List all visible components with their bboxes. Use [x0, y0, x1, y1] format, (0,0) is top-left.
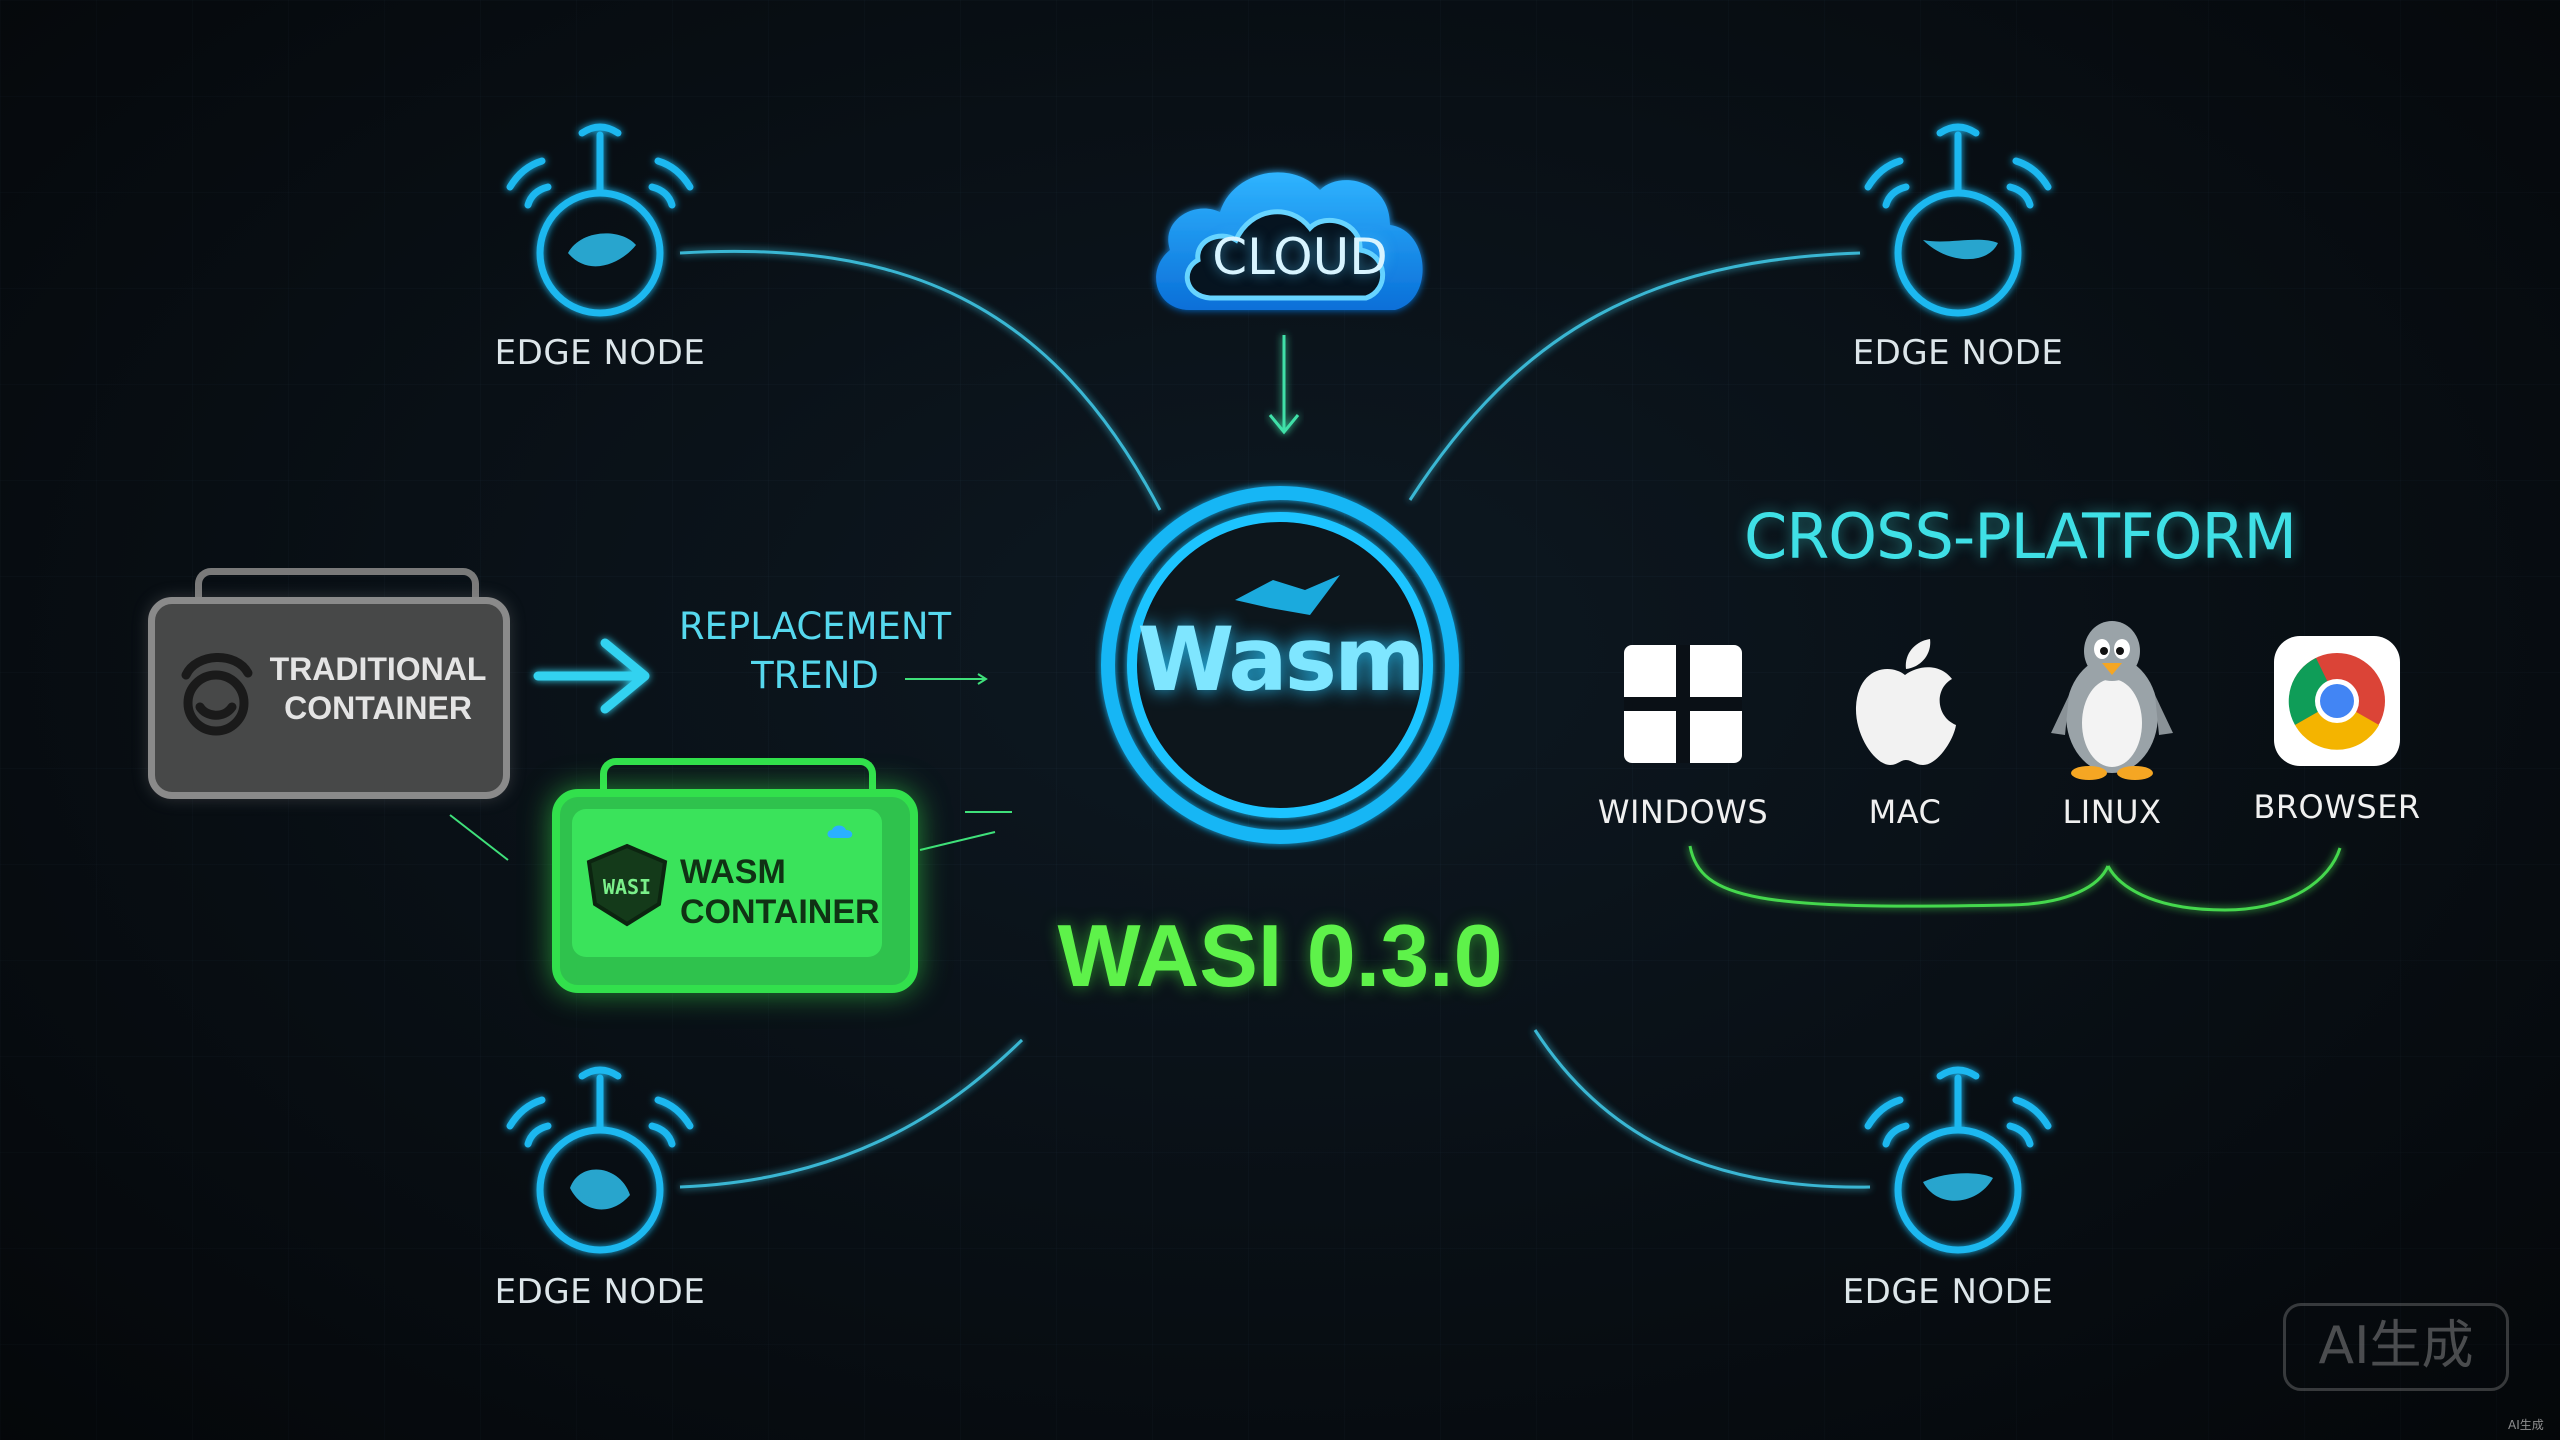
edge-node-bottom-left: EDGE NODE: [470, 1060, 730, 1360]
wasm-container-label: WASM CONTAINER: [680, 852, 880, 932]
replacement-line2: TREND: [751, 654, 879, 697]
edge-node-top-left: EDGE NODE: [470, 115, 730, 415]
link-top-right: [1408, 251, 1861, 501]
traditional-container-label: TRADITIONAL CONTAINER: [268, 650, 488, 728]
edge-node-top-right: EDGE NODE: [1828, 115, 2088, 415]
edge-node-icon: [506, 123, 694, 317]
helm-like-icon: [181, 653, 253, 736]
traditional-label-line2: CONTAINER: [284, 690, 472, 726]
link-bottom-right: [1533, 1029, 1871, 1189]
platform-label: MAC: [1868, 793, 1942, 831]
traditional-container-tab: [195, 568, 479, 611]
edge-node-label: EDGE NODE: [1842, 1272, 2054, 1312]
edge-node-icon: [1864, 1066, 2052, 1254]
watermark-small-text: AI生成: [2508, 1418, 2544, 1432]
edge-node-icon: [1864, 123, 2052, 317]
cloud-mini-icon: [827, 825, 853, 838]
platform-windows: WINDOWS: [1583, 635, 1783, 865]
traditional-container-box: [148, 597, 510, 799]
wasm-core-ring: [1101, 486, 1459, 844]
wasm-container-tab: [600, 758, 876, 801]
chrome-icon: [2274, 636, 2400, 766]
tux-icon: [2051, 621, 2173, 780]
edge-node-icon: [506, 1066, 694, 1254]
windows-icon: [1624, 645, 1742, 763]
platform-label: BROWSER: [2253, 788, 2421, 826]
watermark-badge: AI生成: [2283, 1303, 2509, 1391]
replacement-line1: REPLACEMENT: [678, 605, 952, 648]
link-bottom-left: [679, 1038, 1024, 1189]
platform-label: WINDOWS: [1597, 793, 1769, 831]
edge-node-label: EDGE NODE: [494, 1272, 706, 1312]
replacement-trend-label: REPLACEMENT TREND: [655, 602, 975, 700]
wasm-container-line1: WASM: [680, 853, 786, 891]
wasm-container-line2: CONTAINER: [680, 893, 880, 931]
platform-label: LINUX: [2062, 793, 2162, 831]
platform-mac: MAC: [1805, 635, 2005, 865]
edge-node-label: EDGE NODE: [494, 333, 706, 373]
cloud-label: CLOUD: [1212, 228, 1388, 286]
edge-node-label: EDGE NODE: [1852, 333, 2064, 373]
cross-platform-title: CROSS-PLATFORM: [1743, 500, 2297, 573]
wasi-badge-text: WASI: [603, 875, 651, 899]
edge-node-bottom-right: EDGE NODE: [1818, 1060, 2078, 1360]
wasm-logo-text: Wasm: [1137, 608, 1425, 711]
wasi-badge-icon: WASI: [586, 843, 668, 927]
link-top-left: [679, 249, 1162, 511]
platform-browser: BROWSER: [2237, 630, 2437, 860]
cloud-icon: [1156, 172, 1423, 310]
apple-icon: [1855, 639, 1956, 765]
wasi-version-title: WASI 0.3.0: [1057, 906, 1503, 1005]
traditional-label-line1: TRADITIONAL: [269, 651, 487, 687]
platform-linux: LINUX: [2012, 615, 2212, 845]
